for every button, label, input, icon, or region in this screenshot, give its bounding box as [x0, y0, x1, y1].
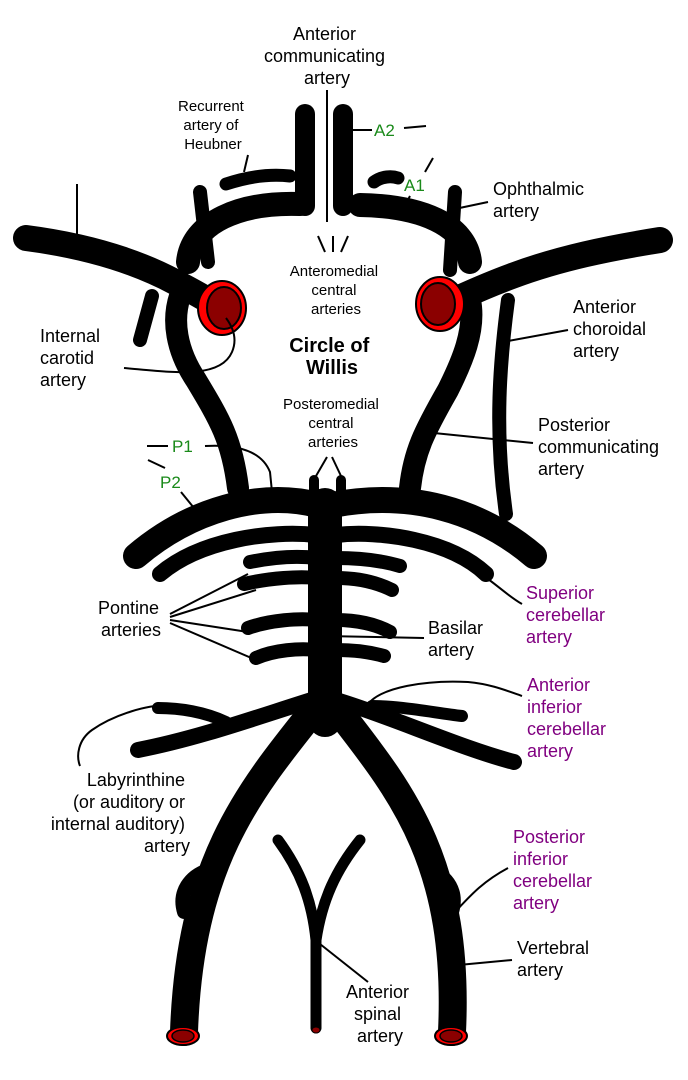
pontine-l2	[244, 577, 316, 584]
diagram-title: Circle of Willis	[289, 335, 375, 379]
pontine-l1	[250, 557, 316, 562]
left-vertebral-cut-end	[167, 1027, 199, 1045]
right-internal-carotid-in	[450, 240, 660, 302]
label-anterior-communicating: Anterior communicating artery	[264, 24, 390, 88]
right-heubner-stub	[374, 177, 398, 182]
right-carotid-cut-end	[416, 277, 464, 331]
heubner	[226, 175, 290, 184]
left-choroidal-stub	[140, 296, 152, 340]
label-basilar: Basilar artery	[428, 618, 488, 660]
label-anterior-inferior-cerebellar: Anterior inferior cerebellar artery	[527, 675, 611, 761]
pontine-r4	[336, 650, 384, 656]
label-ophthalmic: Ophthalmic artery	[493, 179, 589, 221]
pontine-l4	[256, 649, 316, 658]
label-posteromedial-central: Posteromedial central arteries	[283, 396, 383, 451]
spinal-left-branch	[278, 840, 316, 940]
label-superior-cerebellar: Superior cerebellar artery	[526, 583, 610, 647]
pontine-r3	[336, 620, 390, 632]
label-a1: A1	[404, 176, 425, 195]
artery-network	[26, 114, 660, 1032]
right-choroidal	[499, 300, 508, 514]
label-anterior-spinal: Anterior spinal artery	[346, 982, 414, 1046]
spinal-right-branch	[316, 840, 360, 940]
left-ophthalmic-stub	[200, 192, 208, 262]
label-posterior-communicating: Posterior communicating artery	[538, 415, 664, 479]
left-carotid-cut-end	[198, 281, 246, 335]
label-p2: P2	[160, 473, 181, 492]
label-internal-carotid: Internal carotid artery	[40, 326, 105, 390]
label-pontine: Pontine arteries	[98, 598, 164, 640]
label-posterior-inferior-cerebellar: Posterior inferior cerebellar artery	[513, 827, 597, 913]
left-labyrinthine	[158, 708, 226, 722]
label-a2: A2	[374, 121, 395, 140]
label-anterior-choroidal: Anterior choroidal artery	[573, 297, 651, 361]
pontine-l3	[248, 619, 316, 628]
label-labyrinthine: Labyrinthine (or auditory or internal au…	[51, 770, 190, 856]
label-vertebral: Vertebral artery	[517, 938, 594, 980]
anterior-spinal-cut-end	[312, 1027, 320, 1033]
label-recurrent-artery-of-heubner: Recurrent artery of Heubner	[178, 98, 248, 153]
label-anteromedial-central: Anteromedial central arteries	[290, 263, 383, 318]
label-p1: P1	[172, 437, 193, 456]
pontine-r1	[336, 558, 400, 566]
right-ophthalmic	[450, 192, 455, 270]
pontine-r2	[336, 578, 392, 590]
right-vertebral-cut-end	[435, 1027, 467, 1045]
